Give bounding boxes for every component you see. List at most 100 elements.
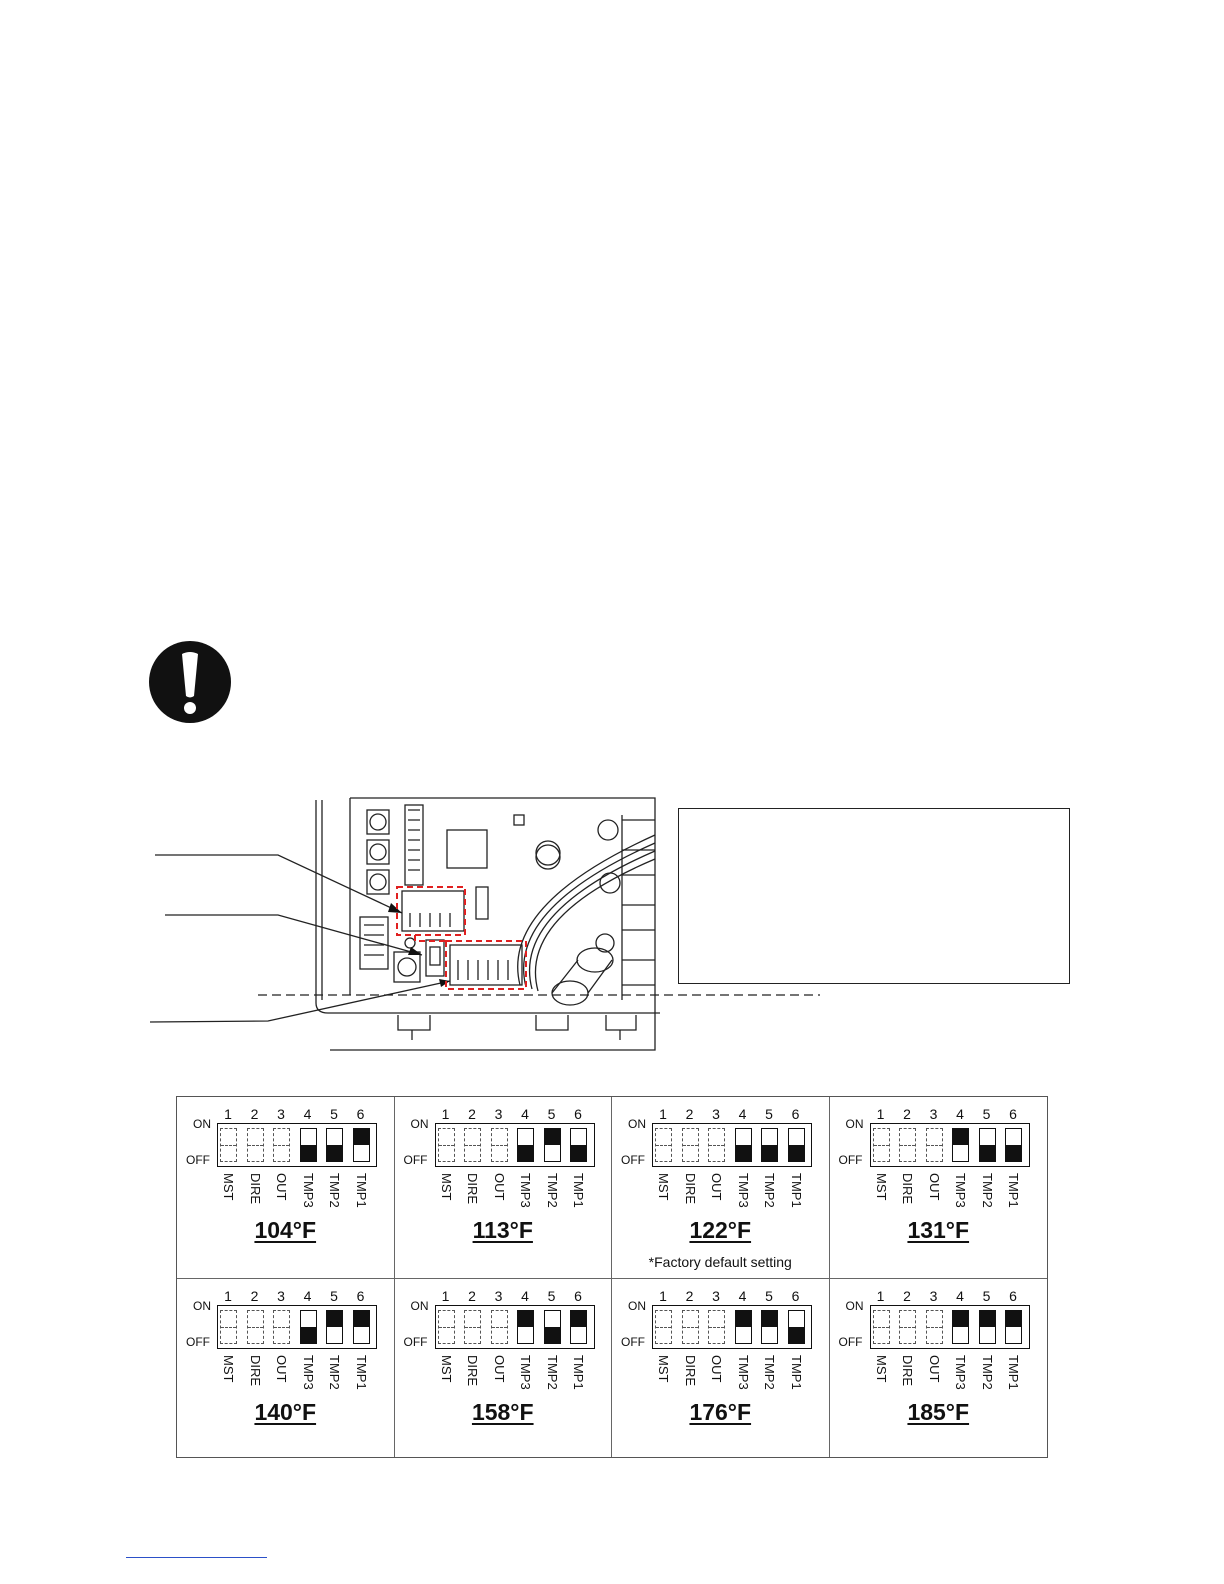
switch-label-text: OUT [274, 1173, 289, 1201]
switch-label: TMP2 [324, 1355, 344, 1405]
switch-knob [953, 1129, 968, 1145]
switch-label: TMP3 [950, 1173, 970, 1223]
switch-label: DIRE [245, 1355, 265, 1405]
switch-label: TMP3 [515, 1355, 535, 1405]
switch-label: TMP1 [786, 1355, 806, 1405]
control-board-illustration [150, 797, 820, 1051]
switch-label: TMP2 [759, 1355, 779, 1405]
switch-number: 2 [903, 1106, 911, 1122]
switch-label-text: TMP1 [353, 1355, 369, 1390]
off-label: OFF [838, 1335, 863, 1349]
switch-label-text: DIRE [465, 1355, 480, 1387]
switch-label-text: TMP1 [571, 1173, 586, 1208]
switch-number: 1 [441, 1288, 450, 1304]
dip-switch-body [869, 1305, 1030, 1349]
on-label: ON [628, 1299, 646, 1313]
switch-knob [735, 1145, 751, 1161]
off-label: OFF [186, 1335, 210, 1349]
switch-knob [518, 1311, 533, 1327]
switch-label-text: TMP3 [300, 1173, 316, 1208]
unused-switch [708, 1310, 725, 1344]
switch-tmp1 [1005, 1310, 1022, 1344]
on-label: ON [845, 1299, 864, 1313]
switch-label-text: MST [438, 1173, 454, 1201]
switch-tmp2 [543, 1310, 561, 1344]
switch-knob [1006, 1311, 1021, 1327]
switch-tmp3 [517, 1310, 534, 1344]
switch-knob [571, 1145, 586, 1161]
switch-label-text: TMP1 [571, 1355, 586, 1390]
on-label: ON [845, 1117, 864, 1131]
switch-knob [735, 1311, 751, 1327]
switch-knob [953, 1311, 968, 1327]
switch-number: 1 [876, 1288, 885, 1304]
switch-label-text: TMP2 [979, 1173, 995, 1208]
switch-tmp2 [326, 1128, 343, 1162]
switch-tmp3 [734, 1310, 752, 1344]
switch-tmp1 [570, 1310, 587, 1344]
switch-label-text: TMP1 [1006, 1173, 1021, 1208]
on-label: ON [410, 1117, 429, 1131]
off-label: OFF [403, 1153, 428, 1167]
switch-number: 5 [330, 1106, 338, 1122]
switch-knob [762, 1311, 777, 1327]
dip-switch-body [652, 1123, 812, 1167]
switch-tmp1 [787, 1128, 805, 1162]
switch-label-text: TMP3 [953, 1355, 968, 1390]
switch-number: 3 [494, 1288, 503, 1304]
switch-label: OUT [271, 1173, 291, 1223]
unused-switch [220, 1128, 237, 1162]
switch-label-text: OUT [491, 1355, 507, 1383]
switch-knob [788, 1145, 804, 1161]
unused-switch [464, 1310, 481, 1344]
switch-label: TMP2 [324, 1173, 344, 1223]
unused-switch [872, 1128, 890, 1162]
switch-label-text: DIRE [900, 1355, 915, 1387]
switch-label: TMP2 [542, 1355, 562, 1405]
switch-number: 1 [224, 1106, 232, 1122]
switch-number: 4 [956, 1288, 964, 1304]
switch-label-text: TMP3 [735, 1355, 751, 1390]
switch-tmp1 [1005, 1128, 1022, 1162]
switch-number: 5 [765, 1106, 773, 1122]
switch-label-text: TMP2 [327, 1173, 342, 1208]
switch-label-text: MST [221, 1355, 236, 1383]
unused-switch [899, 1128, 916, 1162]
switch-label-text: TMP3 [518, 1173, 533, 1208]
switch-number: 6 [1009, 1288, 1017, 1304]
switch-number: 2 [685, 1106, 694, 1122]
unused-switch [490, 1310, 508, 1344]
switch-knob [300, 1327, 316, 1343]
on-label: ON [410, 1299, 429, 1313]
switch-label: MST [436, 1355, 456, 1405]
temperature-setting: 104°F [254, 1217, 317, 1243]
off-label: OFF [186, 1153, 210, 1167]
switch-label-text: TMP2 [544, 1355, 560, 1390]
dip-switch-body [434, 1305, 595, 1349]
unused-switch [655, 1128, 672, 1162]
switch-label: TMP2 [542, 1173, 562, 1223]
unused-switch [655, 1310, 672, 1344]
switch-tmp2 [978, 1310, 996, 1344]
switch-label: OUT [924, 1173, 944, 1223]
switch-label: DIRE [680, 1355, 700, 1405]
switch-number: 5 [547, 1106, 556, 1122]
unused-switch [708, 1128, 725, 1162]
switch-number: 1 [659, 1288, 667, 1304]
switch-label-text: DIRE [900, 1173, 915, 1205]
switch-label-text: TMP1 [353, 1173, 369, 1208]
switch-label: TMP3 [298, 1173, 318, 1223]
switch-label-text: MST [438, 1355, 454, 1383]
switch-label: TMP3 [515, 1173, 535, 1223]
switch-label: DIRE [462, 1173, 482, 1223]
switch-number: 4 [738, 1288, 747, 1304]
switch-label: MST [653, 1173, 673, 1223]
switch-label: TMP1 [1003, 1173, 1023, 1223]
unused-switch [899, 1310, 916, 1344]
switch-label-text: TMP2 [979, 1355, 995, 1390]
switch-label-text: OUT [709, 1355, 724, 1383]
